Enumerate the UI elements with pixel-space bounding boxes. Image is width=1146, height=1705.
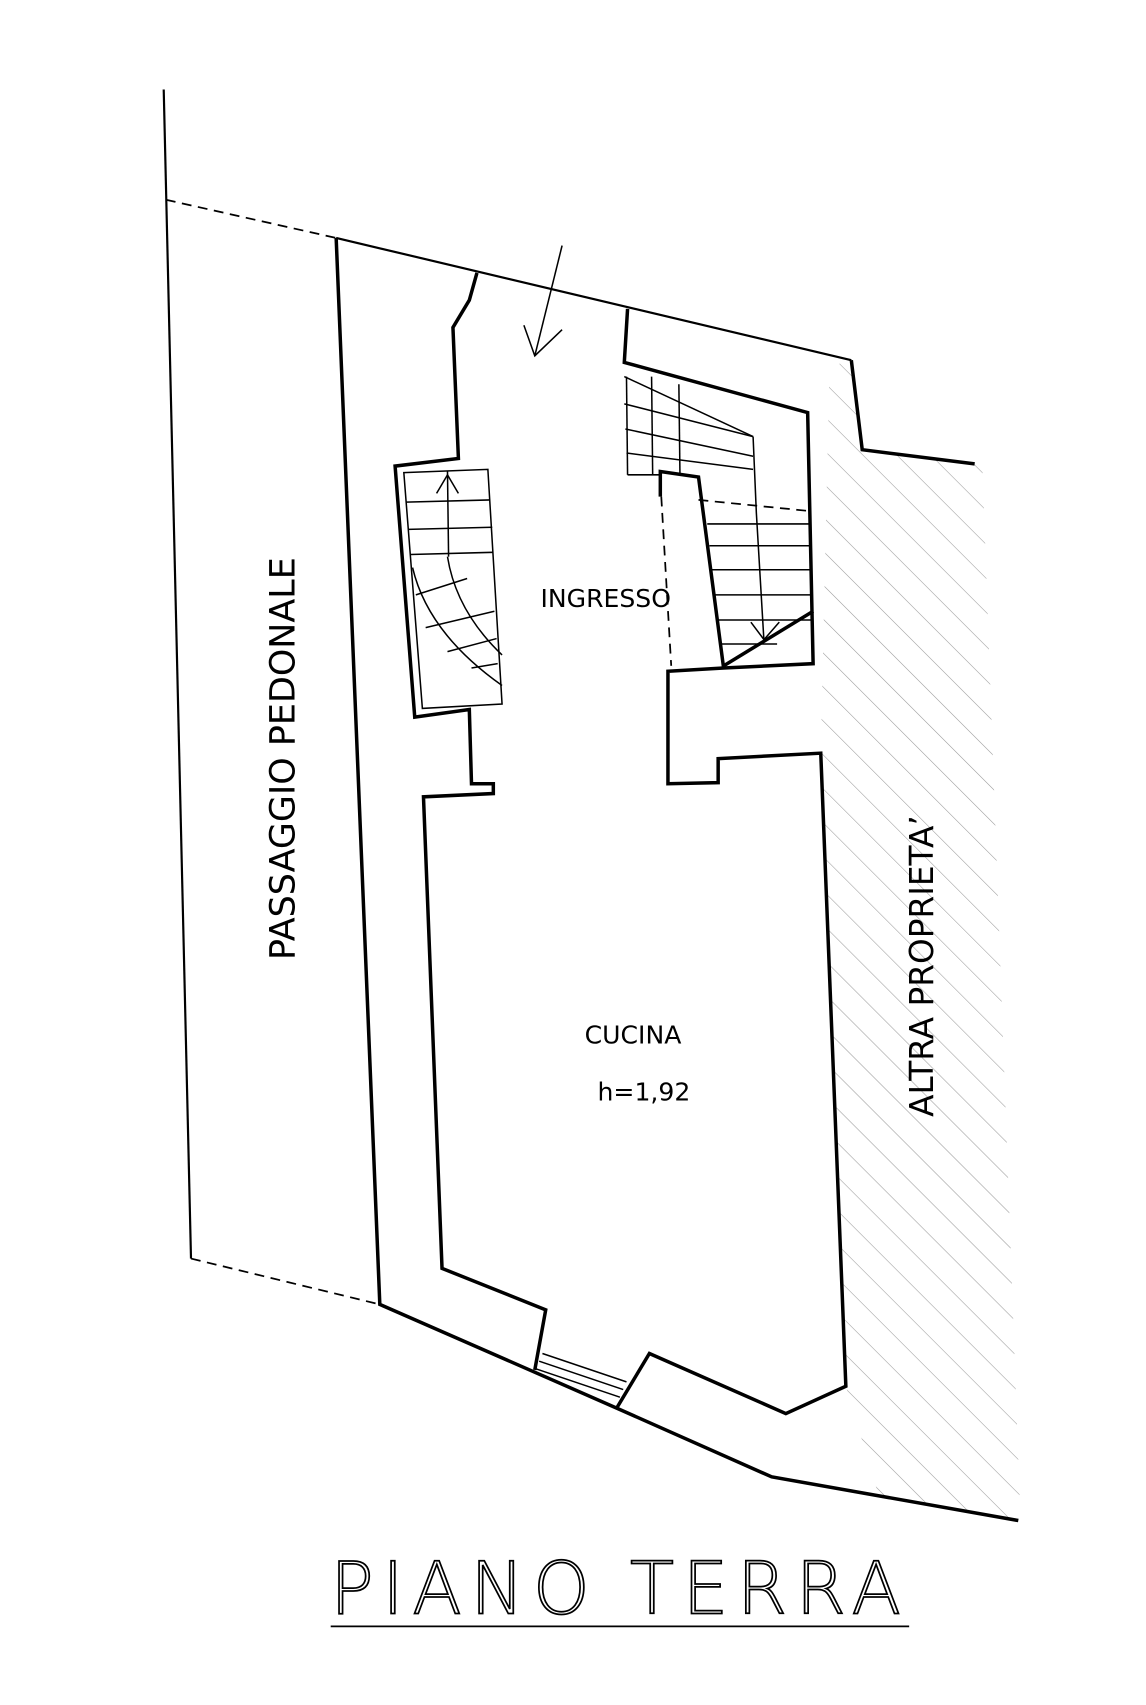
inner-walls: [393, 272, 848, 1416]
label-passaggio-pedonale: PASSAGGIO PEDONALE: [264, 557, 304, 960]
neighbour-hatch: [820, 360, 1021, 1521]
label-altra-proprieta: ALTRA PROPRIETA’: [903, 815, 941, 1117]
room-label-cucina: CUCINA: [585, 1021, 682, 1050]
right-staircase: [623, 375, 813, 666]
site-boundary: [162, 89, 381, 1306]
entrance-arrow-icon: [523, 245, 563, 358]
room-label-ingresso: INGRESSO: [540, 584, 671, 613]
plan-title: PIANO TERRA: [330, 1546, 909, 1630]
left-staircase: [403, 468, 503, 710]
room-height-cucina: h=1,92: [598, 1077, 691, 1106]
window: [535, 1352, 627, 1398]
